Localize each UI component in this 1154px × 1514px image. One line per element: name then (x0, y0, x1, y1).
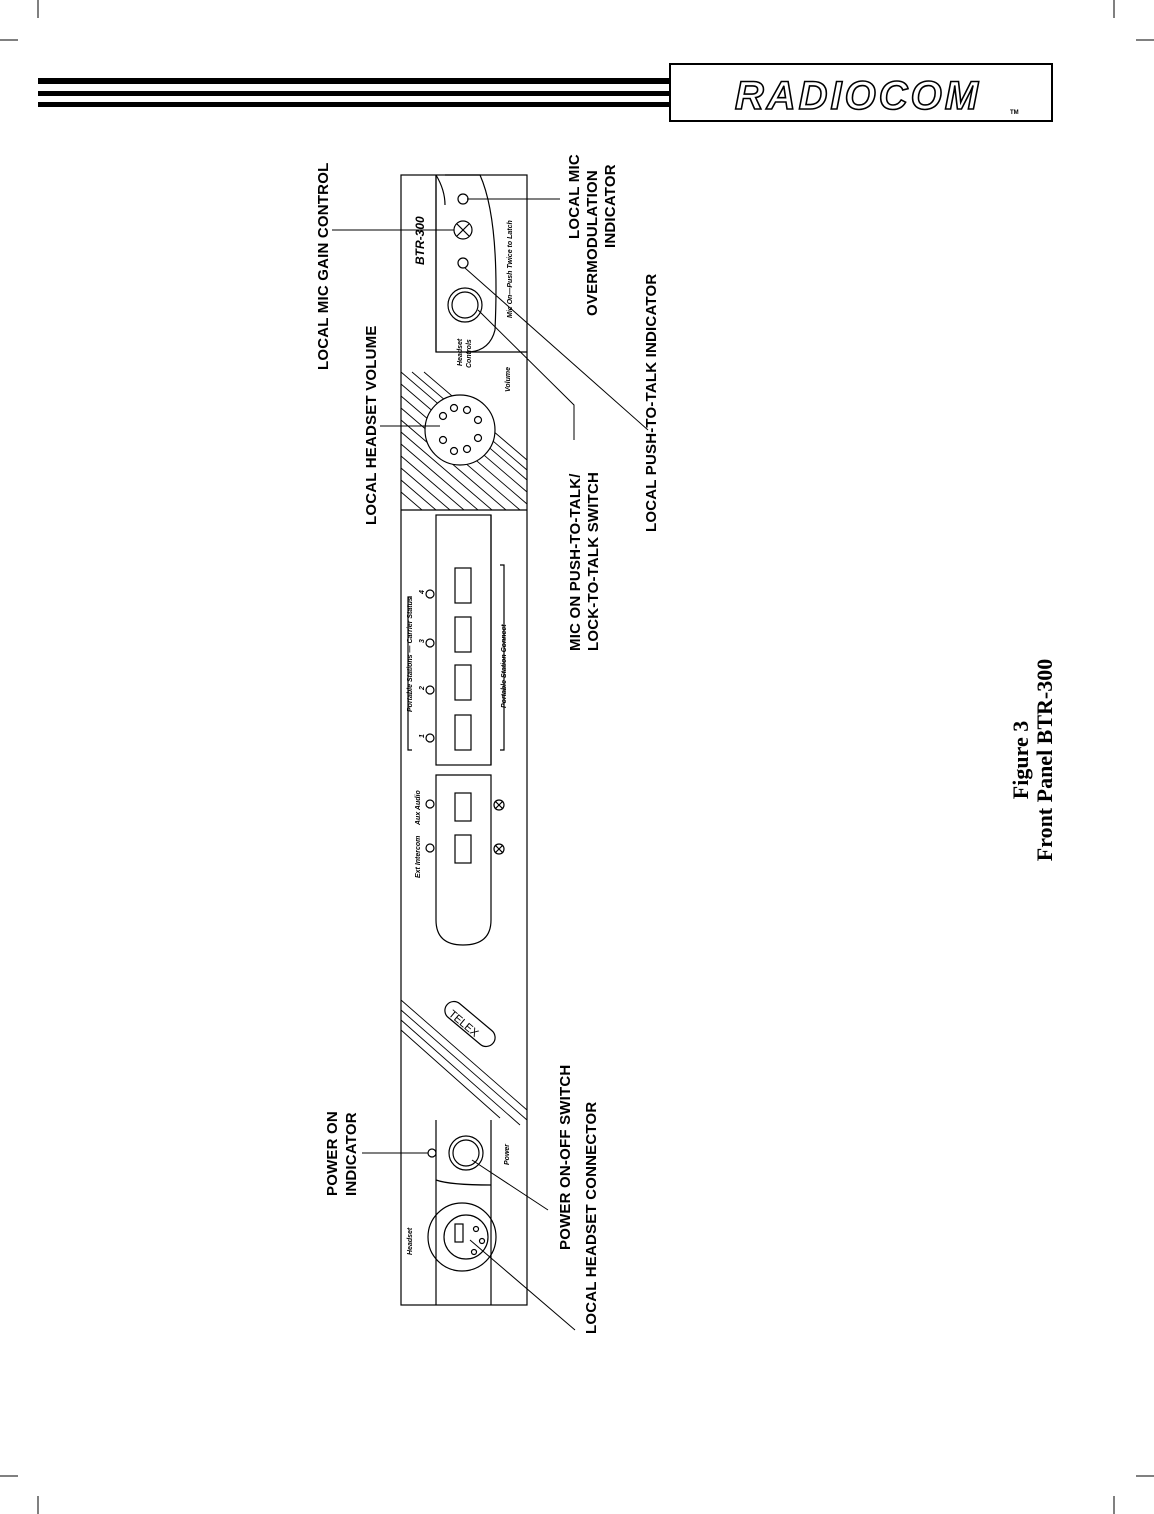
power-switch[interactable] (448, 1135, 484, 1171)
ext-intercom-button[interactable] (454, 834, 472, 864)
leader-lines (332, 198, 649, 1331)
power-on-led (427, 1148, 437, 1158)
headset-controls-label-1: Headset (457, 338, 464, 366)
callout-mic-on-ptt-2: LOCK-TO-TALK SWITCH (585, 472, 602, 651)
caption-line-1: Figure 3 (1008, 721, 1033, 799)
callout-overmod-1: LOCAL MIC (566, 154, 583, 239)
mic-on-ptt-switch[interactable] (447, 287, 483, 323)
station-1-connect-button[interactable] (454, 714, 472, 751)
callout-overmod-2: OVERMODULATION (584, 170, 601, 316)
front-panel (400, 174, 528, 1306)
portable-stations-label: Portable Stations — Carrier Status (407, 597, 414, 712)
headset-connector[interactable] (427, 1202, 497, 1272)
portable-stations-module (407, 514, 505, 766)
station-2-connect-button[interactable] (454, 664, 472, 701)
callout-overmod-3: INDICATOR (602, 164, 619, 248)
callout-power-on-1: POWER ON (324, 1111, 341, 1196)
ext-intercom-led (425, 843, 435, 853)
telex-stripes (400, 999, 528, 1126)
station-4-label: 4 (419, 590, 426, 595)
aux-audio-knob[interactable] (493, 799, 505, 811)
caption-line-2: Front Panel BTR-300 (1032, 659, 1057, 861)
model-label: BTR-300 (413, 216, 427, 265)
ext-intercom-label: Ext Intercom (415, 836, 422, 878)
aux-audio-label: Aux Audio (415, 790, 422, 826)
station-2-led (425, 685, 435, 695)
aux-audio-button[interactable] (454, 792, 472, 822)
aux-intercom-module (425, 774, 505, 946)
overmod-indicator-led (457, 193, 469, 205)
station-3-led (425, 638, 435, 648)
ext-intercom-knob[interactable] (493, 843, 505, 855)
trademark: TM (1010, 110, 1019, 116)
panel-labels: BTR-300 Mic On—Push Twice to Latch Heads… (407, 216, 514, 1255)
callout-power-on-2: INDICATOR (343, 1112, 360, 1196)
radiocom-logo: RADIOCOM TM (669, 63, 1053, 122)
callout-mic-on-ptt-1: MIC ON PUSH-TO-TALK/ (567, 473, 584, 651)
station-4-connect-button[interactable] (454, 567, 472, 604)
headset-label: Headset (407, 1227, 414, 1255)
station-1-led (425, 733, 435, 743)
logo-text: RADIOCOM (735, 74, 981, 118)
mic-on-label: Mic On—Push Twice to Latch (507, 220, 514, 318)
callout-headset-connector: LOCAL HEADSET CONNECTOR (583, 1102, 600, 1334)
callout-ptt-indicator: LOCAL PUSH-TO-TALK INDICATOR (643, 274, 660, 532)
callouts: LOCAL MIC GAIN CONTROL LOCAL HEADSET VOL… (315, 154, 660, 1334)
hatch-pattern (400, 371, 528, 511)
headset-volume-control[interactable] (424, 394, 496, 466)
volume-label: Volume (505, 367, 512, 392)
station-3-label: 3 (419, 639, 426, 643)
station-4-led (425, 589, 435, 599)
telex-badge (444, 1000, 496, 1048)
station-2-label: 2 (419, 686, 426, 691)
portable-station-connect-label: Portable Station Connect (501, 624, 508, 708)
callout-headset-volume: LOCAL HEADSET VOLUME (363, 325, 380, 525)
figure-caption: Figure 3 Front Panel BTR-300 (1008, 659, 1057, 861)
power-label: Power (504, 1143, 511, 1165)
station-3-connect-button[interactable] (454, 616, 472, 653)
headset-controls-label-2: Controls (466, 339, 473, 368)
callout-power-switch: POWER ON-OFF SWITCH (557, 1065, 574, 1250)
station-1-label: 1 (419, 734, 426, 738)
callout-mic-gain: LOCAL MIC GAIN CONTROL (315, 163, 332, 370)
header-rules (38, 78, 670, 107)
ptt-indicator-led (457, 257, 469, 269)
aux-audio-led (425, 799, 435, 809)
